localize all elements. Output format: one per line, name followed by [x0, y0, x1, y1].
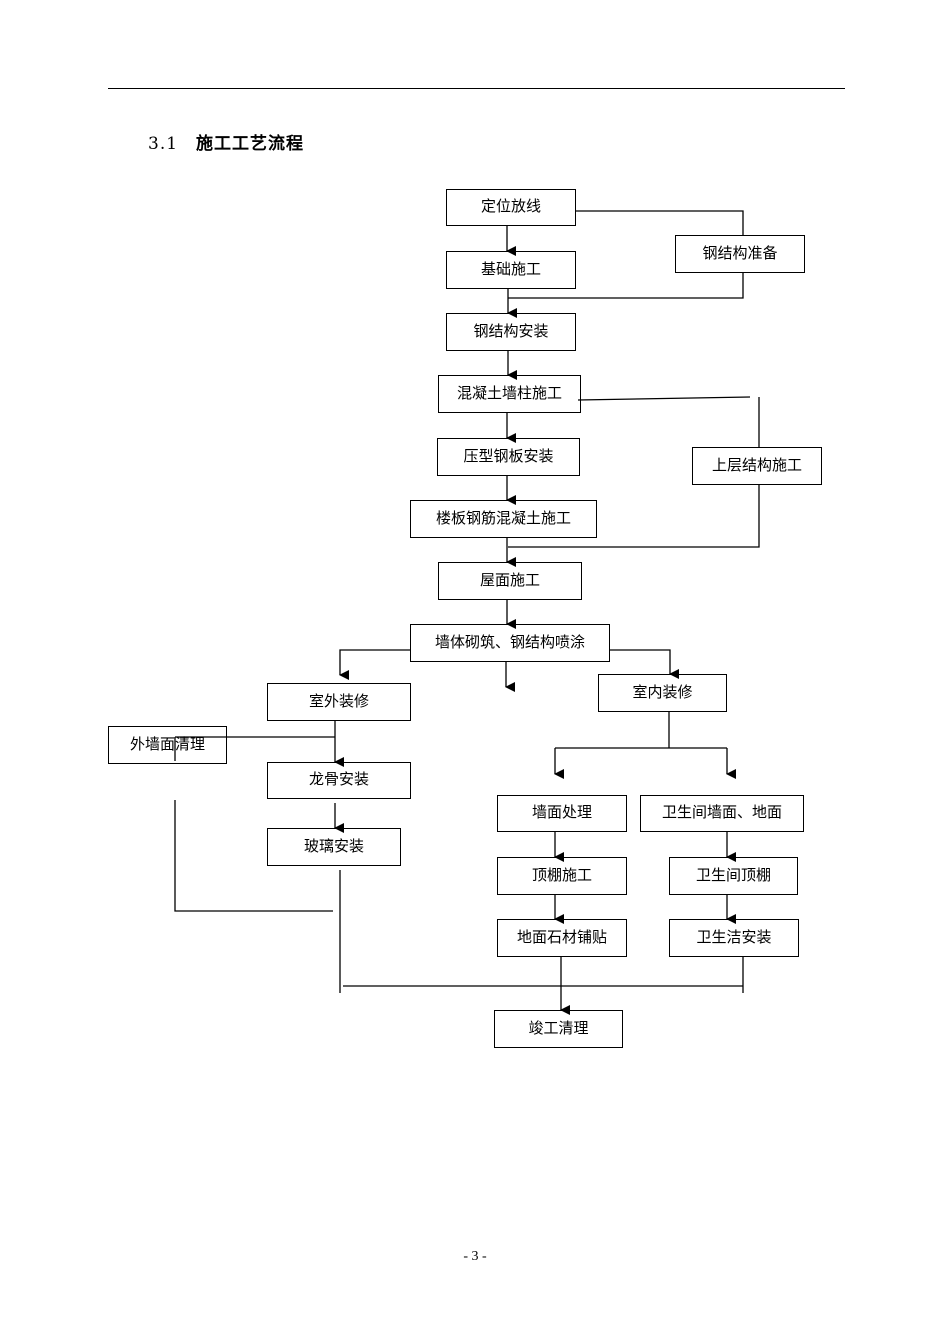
- step-ceiling: 顶棚施工: [497, 857, 627, 895]
- step-exterior-wall-cleaning: 外墙面清理: [108, 726, 227, 764]
- step-roof: 屋面施工: [438, 562, 582, 600]
- section-title: 施工工艺流程: [196, 134, 305, 154]
- step-steel-install: 钢结构安装: [446, 313, 576, 351]
- step-floor-slab: 楼板钢筋混凝土施工: [410, 500, 597, 538]
- step-stone-flooring: 地面石材铺贴: [497, 919, 627, 957]
- step-restroom-ceiling: 卫生间顶棚: [669, 857, 798, 895]
- section-number: 3.1: [148, 134, 179, 154]
- step-keel-install: 龙骨安装: [267, 762, 411, 799]
- step-wall-treatment: 墙面处理: [497, 795, 627, 832]
- step-exterior-finish: 室外装修: [267, 683, 411, 721]
- section-heading: 3.1 施工工艺流程: [148, 129, 304, 154]
- step-deck-install: 压型钢板安装: [437, 438, 580, 476]
- step-steel-prep: 钢结构准备: [675, 235, 805, 273]
- step-concrete-columns: 混凝土墙柱施工: [438, 375, 581, 413]
- step-completion-cleanup: 竣工清理: [494, 1010, 623, 1048]
- header-rule: [108, 88, 845, 89]
- step-upper-structure: 上层结构施工: [692, 447, 822, 485]
- step-positioning: 定位放线: [446, 189, 576, 226]
- step-glass-install: 玻璃安装: [267, 828, 401, 866]
- step-masonry-coating: 墙体砌筑、钢结构喷涂: [410, 624, 610, 662]
- step-sanitary-install: 卫生洁安装: [669, 919, 799, 957]
- page-number: - 3 -: [463, 1249, 487, 1264]
- step-foundation: 基础施工: [446, 251, 576, 289]
- step-restroom-wall-floor: 卫生间墙面、地面: [640, 795, 804, 832]
- step-interior-finish: 室内装修: [598, 674, 727, 712]
